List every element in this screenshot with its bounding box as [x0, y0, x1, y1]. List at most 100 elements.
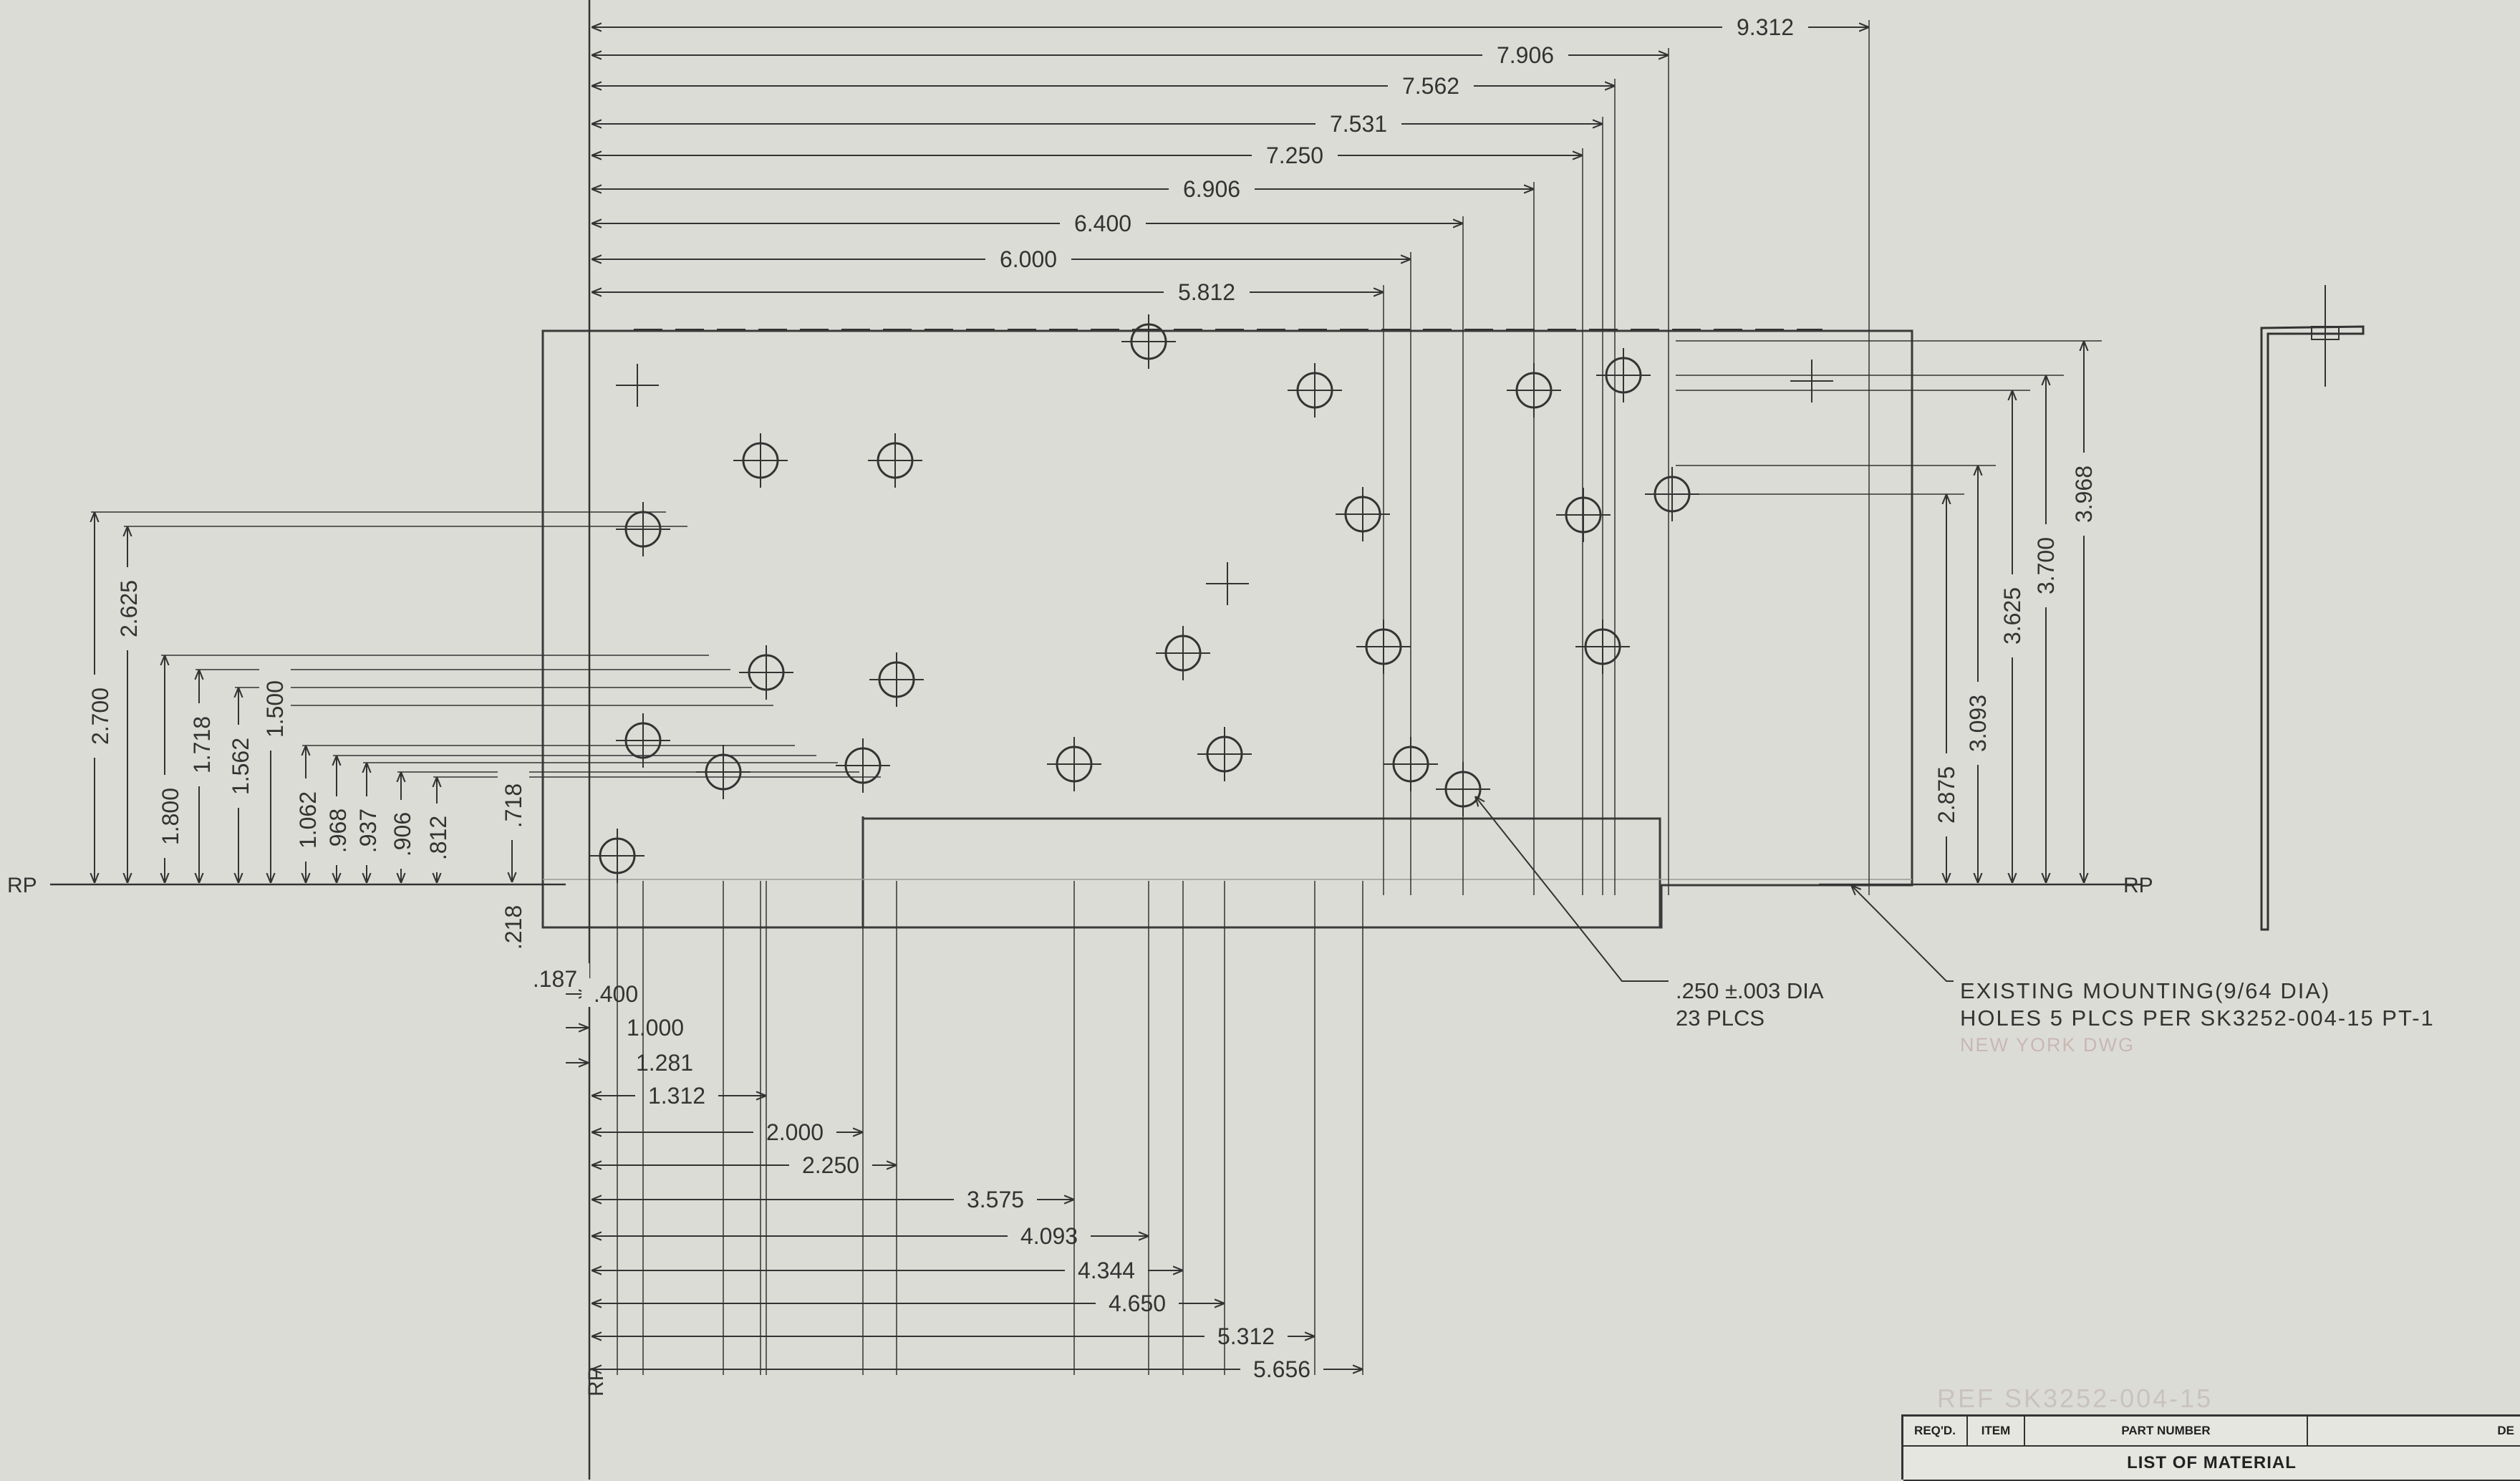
dimension-text-mask [954, 1184, 1037, 1212]
dimension-value: .218 [501, 905, 526, 950]
dimension-value: 5.312 [1217, 1323, 1275, 1349]
dimension-text-mask [614, 1012, 697, 1041]
rp-label-left: RP [7, 874, 37, 897]
dimension-value: 7.531 [1330, 111, 1387, 137]
dimension-text-mask [1205, 1321, 1288, 1349]
dimension-value: 1.718 [189, 716, 215, 773]
dimension-text-mask [1252, 140, 1338, 168]
dimension-value: 2.000 [766, 1119, 824, 1145]
dimension-text-mask [155, 775, 186, 858]
rp-label-right: RP [2123, 874, 2153, 897]
dimension-value: 4.344 [1078, 1258, 1135, 1283]
dimension-text-mask [2030, 524, 2062, 607]
dimension-text-mask [1315, 108, 1401, 137]
dimension-value: 1.000 [627, 1015, 684, 1041]
dimension-text-mask [985, 243, 1071, 272]
dimension-text-mask [292, 778, 324, 862]
dimension-value: 5.656 [1253, 1356, 1310, 1382]
dimension-value: 6.000 [1000, 246, 1057, 272]
faint-reference: REF SK3252-004-15 [1937, 1384, 2213, 1413]
dimension-value: 4.650 [1109, 1291, 1166, 1316]
dimension-text-mask [186, 703, 218, 786]
dimension-text-mask [1164, 276, 1250, 305]
dimension-text-mask [423, 804, 454, 872]
rp-label-bottom: RP [584, 1366, 608, 1396]
dimension-text-mask [581, 978, 650, 1007]
part-step-edge [863, 817, 1661, 927]
existing-note-line3: NEW YORK DWG [1960, 1034, 2135, 1056]
dimension-text-mask [1096, 1288, 1179, 1316]
dimension-value: .187 [533, 966, 577, 992]
hole-note-leader [1475, 796, 1669, 982]
col-part-number: PART NUMBER [2025, 1417, 2308, 1445]
dimension-text-mask [1722, 11, 1808, 40]
dimension-value: 7.906 [1497, 42, 1554, 68]
dimension-text-mask [521, 963, 589, 992]
dimension-value: 1.281 [636, 1050, 693, 1076]
dimension-value: 2.700 [87, 688, 113, 745]
dimension-value: 3.093 [1965, 695, 1991, 752]
dimension-value: 9.312 [1737, 14, 1794, 40]
hole-note-line2: 23 PLCS [1676, 1005, 1765, 1031]
dimension-text-mask [498, 893, 529, 962]
dimension-value: 2.875 [1934, 766, 1959, 824]
material-table-header: REQ'D. ITEM PART NUMBER DE [1903, 1417, 2520, 1447]
dimension-value: 6.400 [1074, 211, 1131, 236]
dimension-value: 3.968 [2071, 465, 2097, 523]
dimension-value: 5.812 [1178, 279, 1235, 305]
dimension-text-mask [498, 771, 529, 840]
dimension-value: .906 [390, 812, 415, 857]
dimension-text-mask [635, 1080, 718, 1109]
dimension-value: 6.906 [1183, 176, 1240, 202]
dimension-text-mask [1482, 39, 1568, 68]
list-of-material-table: REQ'D. ITEM PART NUMBER DE LIST OF MATER… [1901, 1414, 2520, 1481]
material-table-title: LIST OF MATERIAL [1903, 1447, 2520, 1481]
col-reqd: REQ'D. [1903, 1417, 1968, 1445]
dimension-value: .718 [501, 783, 526, 828]
dimension-text-mask [1962, 682, 1994, 765]
dimension-text-mask [1240, 1354, 1323, 1382]
dimension-value: 3.625 [1999, 587, 2025, 645]
col-description: DE [2497, 1424, 2514, 1437]
hole-note-line1: .250 ±.003 DIA [1676, 978, 1824, 1003]
dimension-text-mask [259, 667, 291, 751]
existing-note-leader [1851, 885, 1954, 982]
dimension-value: .400 [594, 981, 638, 1007]
dimension-text-mask [387, 800, 418, 869]
dimension-value: 1.062 [295, 791, 321, 849]
dimension-value: 7.250 [1266, 143, 1323, 168]
dimension-value: .937 [355, 809, 381, 853]
dimension-value: .812 [425, 816, 451, 860]
part-outline [541, 329, 1913, 929]
dimension-value: 2.625 [116, 580, 142, 637]
flange-side-view [2260, 325, 2365, 931]
dimension-text-mask [623, 1047, 706, 1076]
dimension-text-mask [113, 567, 145, 650]
dimension-value: .968 [325, 809, 351, 853]
dimension-value: 1.312 [648, 1083, 705, 1109]
dimension-value: 2.250 [802, 1152, 859, 1178]
dimension-text-mask [1997, 574, 2028, 657]
dimension-text-mask [2068, 453, 2100, 536]
dimension-text-mask [1065, 1255, 1148, 1283]
dimension-text-mask [753, 1116, 836, 1145]
dimension-text-mask [225, 725, 256, 808]
dimension-value: 4.093 [1020, 1223, 1078, 1249]
dimension-text-mask [85, 675, 116, 758]
dimension-value: 3.575 [967, 1187, 1024, 1212]
dimension-text-mask [322, 796, 354, 865]
dimension-value: 1.562 [228, 738, 254, 795]
dimension-text-mask [1008, 1220, 1091, 1249]
dimension-value: 1.500 [262, 680, 288, 738]
dimension-text-mask [1931, 753, 1962, 836]
dimension-value: 3.700 [2033, 537, 2059, 594]
existing-note-line1: EXISTING MOUNTING(9/64 DIA) [1960, 978, 2330, 1003]
dimension-text-mask [352, 796, 384, 865]
col-item: ITEM [1968, 1417, 2025, 1445]
dimension-value: 1.800 [158, 788, 183, 845]
dimension-text-mask [1169, 173, 1255, 202]
dimension-text-mask [789, 1149, 872, 1178]
